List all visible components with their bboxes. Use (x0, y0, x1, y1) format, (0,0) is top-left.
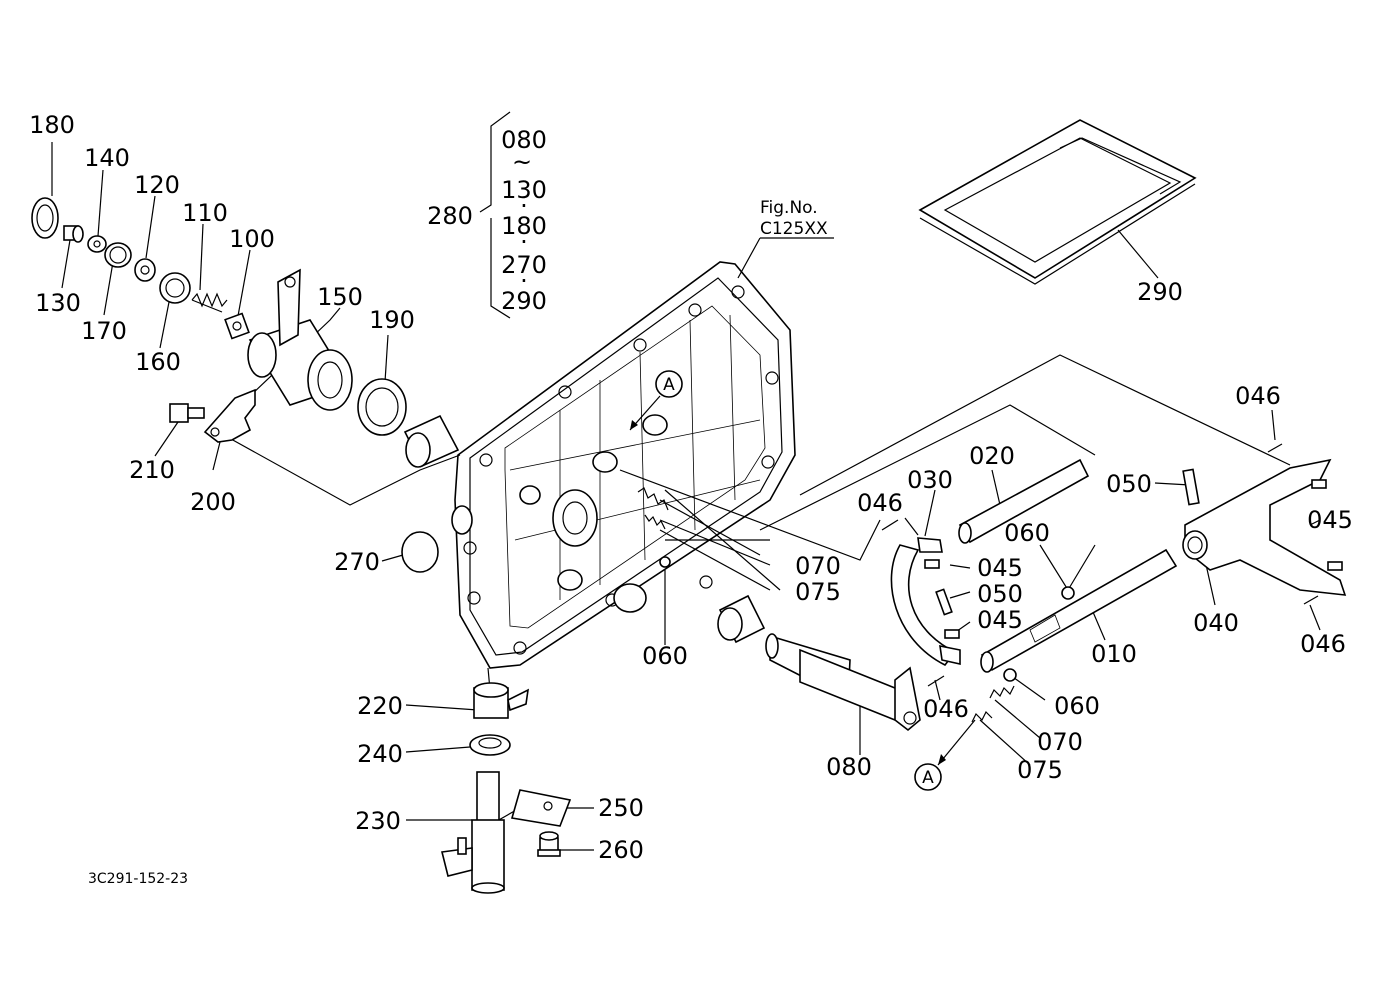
callout-a-top-label: A (663, 375, 675, 395)
label-130: 130 (35, 289, 81, 317)
drawing-code: 3C291-152-23 (88, 871, 188, 887)
label-160: 160 (135, 348, 181, 376)
label-180: 180 (29, 111, 75, 139)
label-080: 080 (826, 753, 872, 781)
label-075-a: 075 (795, 578, 841, 606)
part-150-lever-shaft (247, 268, 353, 411)
detent-balls (659, 556, 1075, 682)
fig-ref-line2: C125XX (760, 219, 828, 239)
label-046-c: 046 (1300, 630, 1346, 658)
small-pins (881, 443, 1343, 687)
label-060-b: 060 (1054, 692, 1100, 720)
part-170-o-ring (104, 242, 132, 268)
part-130-plug (63, 225, 84, 243)
label-150: 150 (317, 283, 363, 311)
label-100: 100 (229, 225, 275, 253)
fig-ref-line1: Fig.No. (760, 198, 818, 218)
group-280-item-5: 180 (501, 212, 547, 240)
label-230: 230 (355, 807, 401, 835)
label-020: 020 (969, 442, 1015, 470)
part-210-bolt (169, 403, 205, 423)
part-230-shaft (441, 771, 505, 894)
part-270-plug (401, 531, 439, 573)
part-030-shift-fork (890, 537, 961, 667)
housing-cover (451, 261, 796, 669)
group-280-item-3: 130 (501, 176, 547, 204)
part-160-collar (159, 272, 191, 304)
label-220: 220 (357, 692, 403, 720)
label-140: 140 (84, 144, 130, 172)
label-040: 040 (1193, 609, 1239, 637)
label-045-b: 045 (977, 606, 1023, 634)
label-060-c: 060 (642, 642, 688, 670)
part-080-shift-shaft (765, 633, 921, 732)
part-120-washer (134, 258, 156, 282)
label-170: 170 (81, 317, 127, 345)
part-040-shift-fork (1182, 458, 1347, 596)
part-180-oil-seal (31, 197, 59, 239)
bushing-right (717, 594, 766, 644)
callout-a-bottom-label: A (922, 768, 934, 788)
label-010: 010 (1091, 640, 1137, 668)
label-046-b: 046 (1235, 382, 1281, 410)
bushing-left (403, 414, 460, 468)
label-290: 290 (1137, 278, 1183, 306)
label-075-b: 075 (1017, 756, 1063, 784)
part-110-spring (191, 292, 228, 313)
figure-reference: Fig.No. C125XX (760, 198, 828, 239)
part-140-washer (87, 235, 107, 253)
label-280: 280 (427, 202, 473, 230)
label-050-a: 050 (1106, 470, 1152, 498)
part-labels: 180 140 120 110 100 130 170 160 150 190 … (29, 111, 1353, 864)
part-190-oil-seal (357, 378, 407, 436)
group-280-item-6: · (520, 228, 528, 256)
part-260-bolt (537, 831, 561, 857)
label-045-c: 045 (1307, 506, 1353, 534)
group-280-item-4: · (520, 192, 528, 220)
part-220-arm (473, 682, 530, 719)
part-240-seal (469, 734, 511, 756)
label-200: 200 (190, 488, 236, 516)
label-120: 120 (134, 171, 180, 199)
label-070-b: 070 (1037, 728, 1083, 756)
label-210: 210 (129, 456, 175, 484)
label-070-a: 070 (795, 552, 841, 580)
label-250: 250 (598, 794, 644, 822)
group-280-item-8: · (520, 267, 528, 295)
part-250-plate (510, 789, 572, 827)
part-010-rod (980, 548, 1178, 673)
part-290-manual (918, 119, 1197, 285)
label-060-a: 060 (1004, 519, 1050, 547)
part-200-lever (203, 388, 256, 443)
part-020-rod (958, 458, 1090, 544)
callout-a-top: A (629, 370, 683, 431)
label-045-a: 045 (977, 554, 1023, 582)
callout-a-bottom: A (914, 719, 976, 791)
group-280-item-1: 080 (501, 126, 547, 154)
group-280-item-7: 270 (501, 251, 547, 279)
label-270: 270 (334, 548, 380, 576)
label-260: 260 (598, 836, 644, 864)
part-100-plate (224, 312, 250, 340)
label-030: 030 (907, 466, 953, 494)
label-110: 110 (182, 199, 228, 227)
group-280-item-2: ~ (512, 148, 532, 176)
leader-lines (51, 111, 1321, 851)
label-190: 190 (369, 306, 415, 334)
group-280: 280 080 ~ 130 · 180 · 270 · 290 (427, 126, 547, 315)
label-046-a: 046 (857, 489, 903, 517)
label-046-d: 046 (923, 695, 969, 723)
label-050-b: 050 (977, 580, 1023, 608)
label-240: 240 (357, 740, 403, 768)
detent-springs (637, 487, 1015, 723)
group-280-item-9: 290 (501, 287, 547, 315)
